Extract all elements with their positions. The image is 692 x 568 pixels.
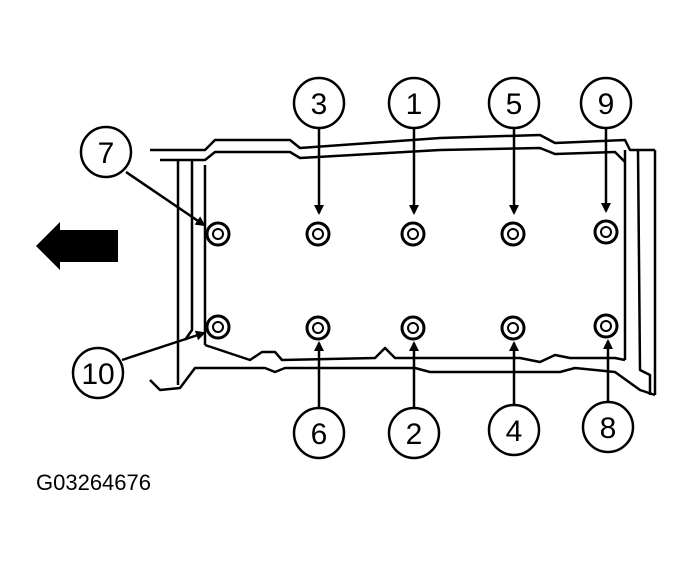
callout-10-label: 10	[81, 358, 114, 391]
callout-2: 2	[387, 406, 441, 460]
bolt-4	[500, 315, 526, 341]
bolt-row-bottom	[205, 313, 619, 341]
callout-3-label: 3	[311, 88, 328, 121]
callout-9-label: 9	[598, 88, 615, 121]
callout-6: 6	[292, 406, 346, 460]
bolt-10	[205, 314, 231, 340]
bolt-2	[400, 315, 426, 341]
callout-2-label: 2	[406, 418, 423, 451]
callout-4-label: 4	[506, 415, 523, 448]
bolt-6	[305, 315, 331, 341]
bolt-5	[500, 221, 526, 247]
callout-4: 4	[487, 403, 541, 457]
callout-1: 1	[387, 76, 441, 130]
callout-8-label: 8	[600, 412, 617, 445]
callout-7-label: 7	[98, 137, 115, 170]
callout-3: 3	[292, 76, 346, 130]
bolt-3	[305, 221, 331, 247]
figure-id: G03264676	[36, 470, 151, 495]
callout-6-label: 6	[311, 418, 328, 451]
bolt-row-top	[205, 219, 619, 247]
callout-10: 10	[71, 346, 125, 400]
bolt-8	[593, 313, 619, 339]
callout-5: 5	[487, 76, 541, 130]
component-outline	[149, 133, 657, 397]
callout-8: 8	[581, 400, 635, 454]
bolt-9	[593, 219, 619, 245]
leader-arrows	[121, 128, 613, 410]
callout-9: 9	[579, 76, 633, 130]
bolt-1	[400, 221, 426, 247]
callout-1-label: 1	[406, 88, 423, 121]
bolt-7	[205, 221, 231, 247]
callout-7: 7	[79, 125, 133, 179]
direction-arrow-icon	[36, 222, 118, 270]
callout-5-label: 5	[506, 88, 523, 121]
